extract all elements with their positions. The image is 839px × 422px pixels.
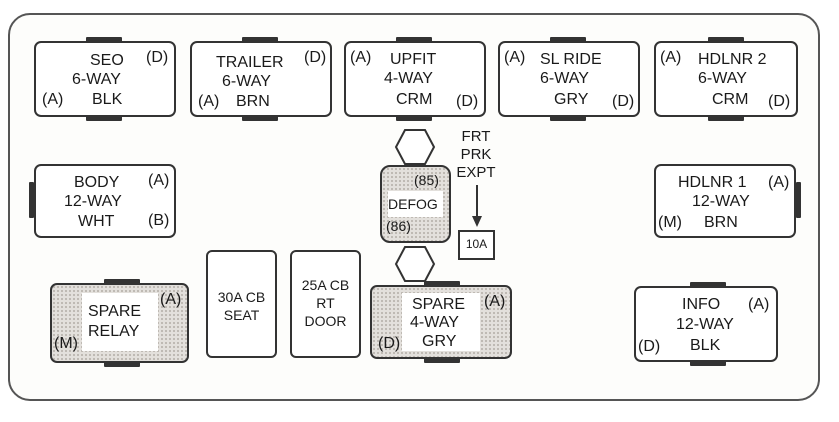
cb-seat-line2: SEAT — [223, 307, 260, 323]
spare-relay-pin-m: (M) — [54, 335, 78, 352]
connector-sl-ride: (A) SL RIDE 6-WAY GRY (D) — [498, 37, 640, 121]
connector-seo: SEO (D) 6-WAY (A) BLK — [34, 37, 176, 121]
trailer-pin-a: (A) — [198, 93, 220, 110]
body-type: 12-WAY — [64, 193, 122, 210]
relay-spare: (A) SPARE RELAY (M) — [50, 279, 189, 367]
defog-pin-85: (85) — [414, 172, 439, 188]
fuse-frt-prk-expt-label: FRT PRK EXPT — [448, 128, 504, 182]
seo-pin-d: (D) — [146, 49, 169, 66]
connector-trailer: TRAILER (D) 6-WAY (A) BRN — [190, 37, 332, 121]
spare4-color: GRY — [422, 333, 457, 350]
body-name: BODY — [74, 174, 120, 191]
info-pin-d: (D) — [638, 338, 661, 355]
circuit-breaker-rt-door: 25A CB RT DOOR — [290, 250, 361, 358]
info-type: 12-WAY — [676, 316, 734, 333]
hdlnr1-pin-a: (A) — [768, 174, 790, 191]
fuse-label-line2: PRK — [460, 146, 492, 163]
hdlnr2-type: 6-WAY — [698, 70, 747, 87]
spare4-name: SPARE — [412, 296, 466, 313]
upfit-type: 4-WAY — [384, 70, 433, 87]
seo-type: 6-WAY — [72, 71, 121, 88]
body-pin-b: (B) — [148, 212, 170, 229]
cb-door-line2: RT — [316, 295, 335, 311]
spare-relay-line1: SPARE — [88, 303, 142, 320]
connector-spare-4way: (A) SPARE 4-WAY (D) GRY — [370, 281, 512, 363]
spare4-pin-a: (A) — [484, 293, 506, 310]
fuse-rating: 10A — [465, 237, 488, 251]
connector-hdlnr-1: HDLNR 1 (A) 12-WAY (M) BRN — [654, 164, 801, 238]
upfit-pin-d: (D) — [456, 93, 479, 110]
hdlnr1-color: BRN — [704, 214, 738, 231]
fuse-label-line3: EXPT — [456, 164, 496, 181]
sl-ride-color: GRY — [554, 91, 589, 108]
connector-info: INFO (A) 12-WAY (D) BLK — [634, 282, 778, 366]
connector-hdlnr-2: (A) HDLNR 2 6-WAY CRM (D) — [654, 37, 798, 121]
trailer-color: BRN — [236, 93, 270, 110]
hdlnr2-pin-a: (A) — [660, 49, 682, 66]
seo-pin-a: (A) — [42, 91, 64, 108]
upfit-name: UPFIT — [390, 51, 437, 68]
cb-door-line1: 25A CB — [301, 277, 350, 293]
body-color: WHT — [78, 213, 115, 230]
fuse-10a: 10A — [458, 230, 495, 260]
seo-name: SEO — [90, 52, 124, 69]
arrow-down-icon — [472, 185, 482, 227]
upfit-pin-a: (A) — [350, 49, 372, 66]
info-pin-a: (A) — [748, 296, 770, 313]
connector-upfit: (A) UPFIT 4-WAY CRM (D) — [344, 37, 486, 121]
connector-body: BODY (A) 12-WAY WHT (B) — [29, 164, 176, 238]
cb-door-line3: DOOR — [304, 313, 347, 329]
defog-name: DEFOG — [388, 196, 438, 212]
relay-defog: (85) DEFOG (86) — [380, 165, 451, 243]
hex-stud-lower — [394, 246, 436, 282]
sl-ride-pin-a: (A) — [504, 49, 526, 66]
spare-relay-pin-a: (A) — [160, 291, 182, 308]
hdlnr2-name: HDLNR 2 — [698, 51, 767, 68]
fuse-label-line1: FRT — [461, 128, 491, 145]
spare-relay-line2: RELAY — [88, 323, 140, 340]
upfit-color: CRM — [396, 91, 433, 108]
hdlnr1-type: 12-WAY — [692, 193, 750, 210]
trailer-pin-d: (D) — [304, 49, 327, 66]
sl-ride-type: 6-WAY — [540, 70, 589, 87]
hex-stud-upper — [394, 129, 436, 165]
spare4-pin-d: (D) — [378, 335, 401, 352]
trailer-name: TRAILER — [216, 54, 284, 71]
sl-ride-pin-d: (D) — [612, 93, 635, 110]
info-name: INFO — [682, 296, 721, 313]
spare4-type: 4-WAY — [410, 314, 459, 331]
circuit-breaker-seat: 30A CB SEAT — [206, 250, 277, 358]
seo-color: BLK — [92, 91, 123, 108]
body-pin-a: (A) — [148, 172, 170, 189]
hdlnr1-pin-m: (M) — [658, 214, 682, 231]
hdlnr2-pin-d: (D) — [768, 93, 791, 110]
sl-ride-name: SL RIDE — [540, 51, 602, 68]
info-color: BLK — [690, 337, 721, 354]
trailer-type: 6-WAY — [222, 73, 271, 90]
hdlnr1-name: HDLNR 1 — [678, 174, 747, 191]
cb-seat-line1: 30A CB — [217, 289, 266, 305]
hdlnr2-color: CRM — [712, 91, 749, 108]
defog-pin-86: (86) — [386, 218, 411, 234]
